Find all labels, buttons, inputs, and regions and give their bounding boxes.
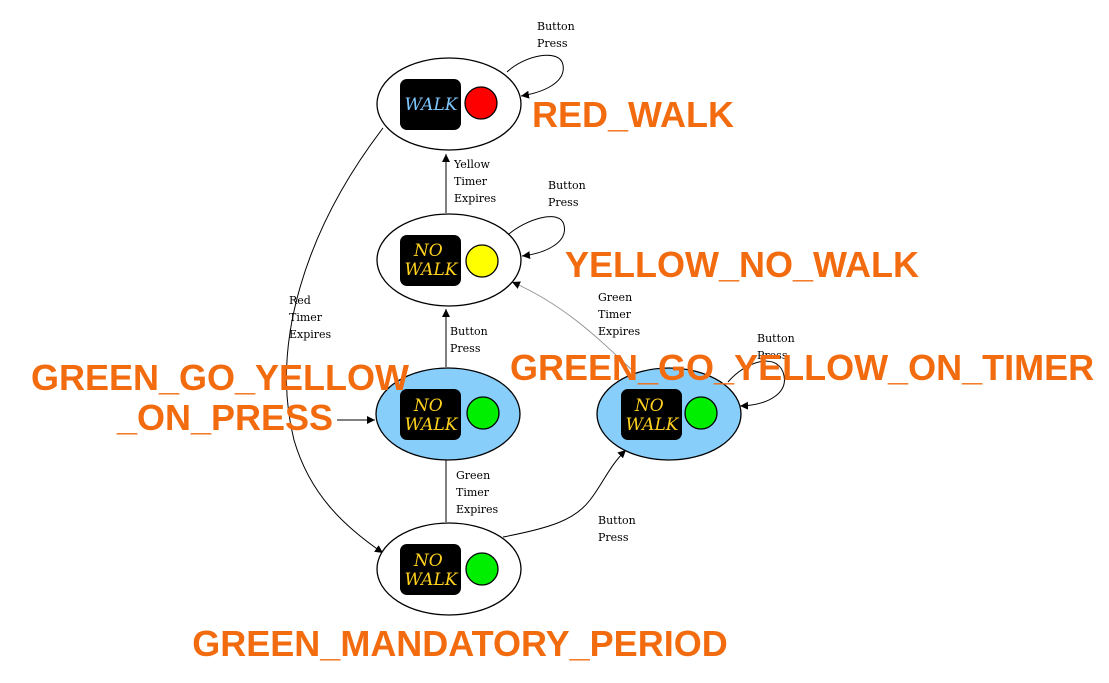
- svg-text:Button Press: Button Press: [537, 20, 578, 50]
- state-label-line: GREEN_GO_YELLOW: [31, 357, 409, 398]
- edge-label-line: Button: [598, 514, 636, 527]
- edge-label-line: Yellow: [453, 158, 490, 171]
- state-label-red-walk: RED_WALK: [532, 94, 734, 135]
- edge-on-timer-to-yellow: Green Timer Expires: [511, 281, 641, 373]
- pedestrian-sign: [400, 389, 461, 440]
- edge-yellow-self: Button Press: [508, 179, 589, 260]
- edge-label-line: Press: [598, 531, 629, 544]
- state-label-green-go-yellow-on-timer: GREEN_GO_YELLOW_ON_TIMER: [510, 347, 1094, 388]
- svg-text:Button Press: Button Press: [450, 325, 491, 355]
- edge-label-line: Expires: [598, 325, 641, 338]
- svg-text:Red Timer Expires: Red Timer Expires: [289, 294, 332, 341]
- state-red-walk: WALK: [376, 57, 522, 151]
- edge-yellow-to-red: Yellow Timer Expires: [442, 154, 497, 213]
- state-yellow-no-walk: NO WALK: [376, 213, 522, 307]
- sign-text-line: WALK: [405, 415, 459, 435]
- edge-label-line: Green: [598, 291, 632, 304]
- edge-on-timer-self: Button Press: [727, 332, 798, 410]
- edge-label-line: Red: [289, 294, 311, 307]
- edge-label-line: Timer: [289, 311, 323, 324]
- sign-text: NO WALK: [405, 241, 459, 280]
- edge-label-line: Timer: [456, 486, 490, 499]
- state-green-mandatory-period: NO WALK: [376, 522, 522, 616]
- sign-text-line: WALK: [405, 95, 459, 115]
- sign-text-line: WALK: [626, 415, 680, 435]
- pedestrian-sign: [621, 389, 682, 440]
- edge-label-line: Press: [537, 37, 568, 50]
- edge-label-line: Button: [537, 20, 575, 33]
- sign-text-line: WALK: [405, 260, 459, 280]
- sign-text-line: NO: [634, 396, 664, 416]
- edge-label-line: Timer: [598, 308, 632, 321]
- edge-on-press-to-yellow: Button Press: [442, 309, 491, 367]
- edge-mandatory-to-on-press: Green Timer Expires: [442, 445, 499, 522]
- state-label-line: _ON_PRESS: [116, 397, 333, 438]
- state-green-go-yellow-on-press: NO WALK: [375, 367, 521, 461]
- sign-text: NO WALK: [405, 396, 459, 435]
- edge-label-line: Expires: [289, 328, 332, 341]
- green-light-icon: [684, 396, 718, 430]
- svg-text:Green Timer Expire: Green Timer Expires: [598, 291, 641, 338]
- state-label-green-go-yellow-on-press: GREEN_GO_YELLOW _ON_PRESS: [31, 357, 419, 438]
- sign-text: WALK: [405, 95, 459, 115]
- sign-text-line: NO: [413, 396, 443, 416]
- edge-label-line: Button: [450, 325, 488, 338]
- green-light-icon: [465, 552, 499, 586]
- edge-mandatory-to-on-timer: Button Press: [502, 449, 639, 544]
- sign-text-line: WALK: [405, 570, 459, 590]
- pedestrian-sign: [400, 79, 461, 130]
- yellow-light-icon: [465, 244, 499, 278]
- svg-text:Button Press: Button Press: [548, 179, 589, 209]
- svg-text:Button Press: Button Press: [757, 332, 798, 362]
- state-label-yellow-no-walk: YELLOW_NO_WALK: [565, 244, 919, 285]
- pedestrian-sign: [400, 544, 461, 595]
- edge-label-line: Press: [757, 349, 788, 362]
- edge-label-line: Button: [548, 179, 586, 192]
- state-green-go-yellow-on-timer: NO WALK: [596, 367, 742, 461]
- green-light-icon: [466, 396, 500, 430]
- svg-text:Yellow Timer Expir: Yellow Timer Expires: [453, 158, 497, 205]
- edge-label-line: Expires: [454, 192, 497, 205]
- edge-label-line: Timer: [454, 175, 488, 188]
- sign-text: NO WALK: [405, 551, 459, 590]
- edge-label-line: Button: [757, 332, 795, 345]
- state-label-green-mandatory-period: GREEN_MANDATORY_PERIOD: [192, 623, 727, 664]
- edge-label-line: Press: [450, 342, 481, 355]
- svg-text:Green Timer Expire: Green Timer Expires: [456, 469, 499, 516]
- edge-red-walk-self: Button Press: [506, 20, 578, 99]
- edge-label-line: Green: [456, 469, 490, 482]
- edge-label-line: Expires: [456, 503, 499, 516]
- svg-text:Button Press: Button Press: [598, 514, 639, 544]
- red-light-icon: [464, 86, 498, 120]
- edge-red-to-green-mandatory: Red Timer Expires: [286, 127, 384, 554]
- pedestrian-sign: [400, 235, 461, 286]
- sign-text-line: NO: [413, 551, 443, 571]
- sign-text: NO WALK: [626, 396, 680, 435]
- edge-label-line: Press: [548, 196, 579, 209]
- sign-text-line: NO: [413, 241, 443, 261]
